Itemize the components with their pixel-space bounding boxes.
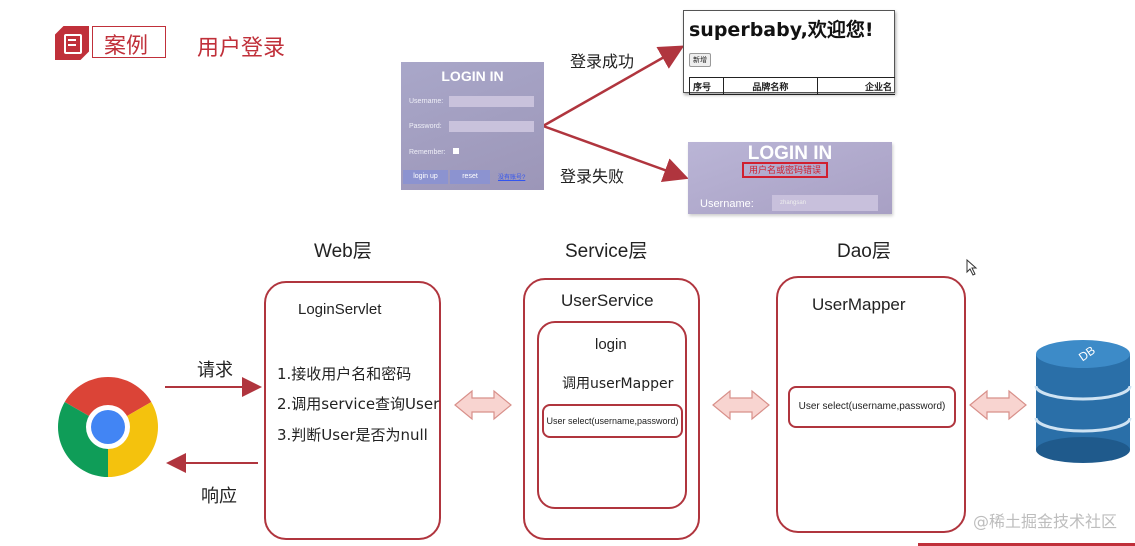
page-title: 用户登录 xyxy=(197,36,286,61)
user-service-title: UserService xyxy=(561,291,654,310)
service-layer-box xyxy=(523,278,700,540)
error-message: 用户名或密码错误 xyxy=(742,162,828,178)
web-layer-title: Web层 xyxy=(314,241,372,262)
web-layer-box xyxy=(264,281,441,540)
web-step: 2.调用service查询User xyxy=(277,395,440,413)
document-line xyxy=(68,39,76,41)
document-line xyxy=(68,44,76,46)
success-page-screenshot: superbaby,欢迎您! 新增 序号 品牌名称 企业名 xyxy=(683,10,895,95)
username-input xyxy=(449,96,534,107)
service-dao-double-arrow xyxy=(712,389,770,421)
case-icon xyxy=(55,26,89,60)
remember-checkbox xyxy=(453,148,459,154)
password-input xyxy=(449,121,534,132)
call-mapper-text: 调用userMapper xyxy=(562,376,674,392)
service-layer-title: Service层 xyxy=(565,241,648,262)
dao-layer-box xyxy=(776,276,966,533)
login-method-title: login xyxy=(595,336,627,353)
web-step: 1.接收用户名和密码 xyxy=(277,365,412,383)
document-icon xyxy=(64,34,82,54)
password-label: Password: xyxy=(409,123,442,130)
mouse-cursor xyxy=(966,258,978,276)
web-step: 3.判断User是否为null xyxy=(277,426,428,444)
response-label: 响应 xyxy=(201,486,237,507)
add-button: 新增 xyxy=(689,53,711,67)
success-arrow xyxy=(542,45,685,128)
fail-label: 登录失败 xyxy=(560,167,625,186)
login-servlet-title: LoginServlet xyxy=(298,301,382,318)
login-method-box xyxy=(537,321,687,509)
table-header-cell: 序号 xyxy=(689,78,723,94)
fail-page-title: LOGIN IN xyxy=(747,143,833,164)
brand-table-header: 序号 品牌名称 企业名 xyxy=(689,77,895,95)
bottom-accent-bar xyxy=(918,543,1135,546)
case-tag: 案例 xyxy=(104,34,149,59)
dao-layer-title: Dao层 xyxy=(837,241,891,262)
fail-username-label: Username: xyxy=(700,198,754,210)
chrome-browser-icon xyxy=(58,377,158,477)
login-form-screenshot: LOGIN IN Username: Password: Remember: l… xyxy=(401,62,544,190)
remember-label: Remember: xyxy=(409,149,446,156)
fail-arrow xyxy=(542,124,689,182)
database-icon: DB xyxy=(1034,340,1132,463)
dao-select-signature: User select(username,password) xyxy=(788,386,956,428)
success-label: 登录成功 xyxy=(570,52,635,71)
table-header-cell: 企业名 xyxy=(816,78,895,94)
register-link: 没有账号? xyxy=(498,175,526,181)
table-header-cell: 品牌名称 xyxy=(722,78,817,94)
service-select-signature: User select(username,password) xyxy=(542,404,683,438)
welcome-text: superbaby,欢迎您! xyxy=(689,19,874,41)
login-form-title: LOGIN IN xyxy=(441,68,504,84)
request-label: 请求 xyxy=(197,360,233,381)
reset-button: reset xyxy=(450,170,490,184)
watermark: @稀土掘金技术社区 xyxy=(972,512,1117,531)
fail-username-input: zhangsan xyxy=(772,195,878,211)
dao-db-double-arrow xyxy=(969,389,1027,421)
fail-page-screenshot: LOGIN IN 用户名或密码错误 Username: zhangsan xyxy=(688,142,892,214)
username-label: Username: xyxy=(409,98,444,105)
user-mapper-title: UserMapper xyxy=(812,295,906,314)
case-tag-frame xyxy=(92,26,166,58)
web-service-double-arrow xyxy=(454,389,512,421)
login-button: login up xyxy=(403,170,448,184)
